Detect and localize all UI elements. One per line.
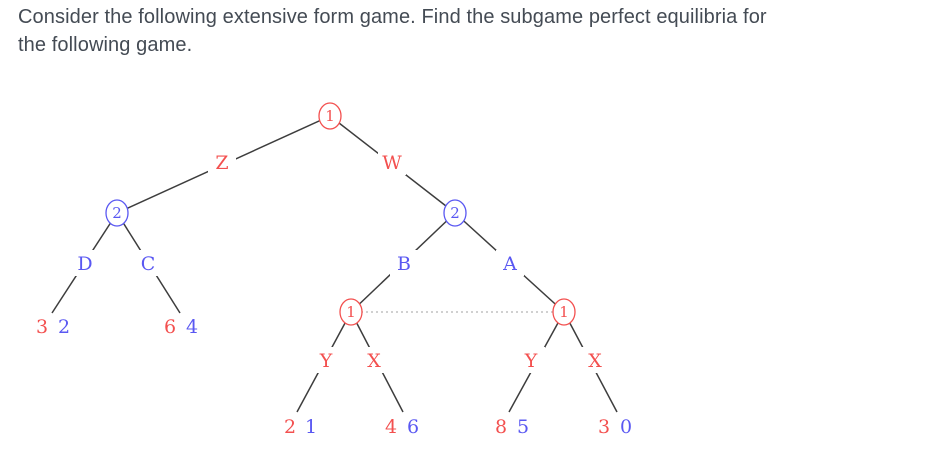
node-right-2-player-number: 2 (450, 204, 460, 222)
edge-Y-left-label: Y (319, 350, 333, 372)
edge-W-label: W (382, 152, 402, 174)
edge-A-label: A (502, 253, 517, 275)
edge-D-label: D (77, 253, 92, 275)
edge-D-label-bg (71, 250, 99, 276)
edge-B-label: B (397, 253, 411, 275)
edge-Z-label: Z (215, 152, 228, 174)
node-infoset-left-1-circle (339, 298, 363, 326)
edge-B-label-bg (390, 250, 418, 276)
edge-X-left-label: X (367, 350, 381, 372)
question-text: Consider the following extensive form ga… (18, 3, 767, 59)
edge-Z-label-bg (208, 149, 236, 175)
edge-Y-right-label-bg (517, 347, 545, 373)
node-infoset-right-1-player-number: 1 (559, 303, 569, 321)
node-infoset-right-1-circle (552, 298, 576, 326)
edge-X-right-label-bg (581, 347, 609, 373)
edge-W-label-bg (378, 149, 406, 175)
edge-C-label-bg (134, 250, 162, 276)
question-line-1: Consider the following extensive form ga… (18, 6, 767, 28)
node-root-circle (318, 102, 342, 130)
node-infoset-left-1-player-number: 1 (346, 303, 356, 321)
edge-X-right-label: X (588, 350, 602, 372)
edge-A-label-bg (496, 250, 524, 276)
node-left-2-player-number: 2 (112, 204, 122, 222)
question-line-2: the following game. (18, 34, 193, 56)
node-left-2-circle (105, 199, 129, 227)
edge-Y-left-label-bg (312, 347, 340, 373)
edge-C-label: C (141, 253, 156, 275)
node-right-2-circle (443, 199, 467, 227)
node-root-player-number: 1 (325, 107, 335, 125)
edge-X-left-label-bg (360, 347, 388, 373)
edge-Y-right-label: Y (524, 350, 538, 372)
